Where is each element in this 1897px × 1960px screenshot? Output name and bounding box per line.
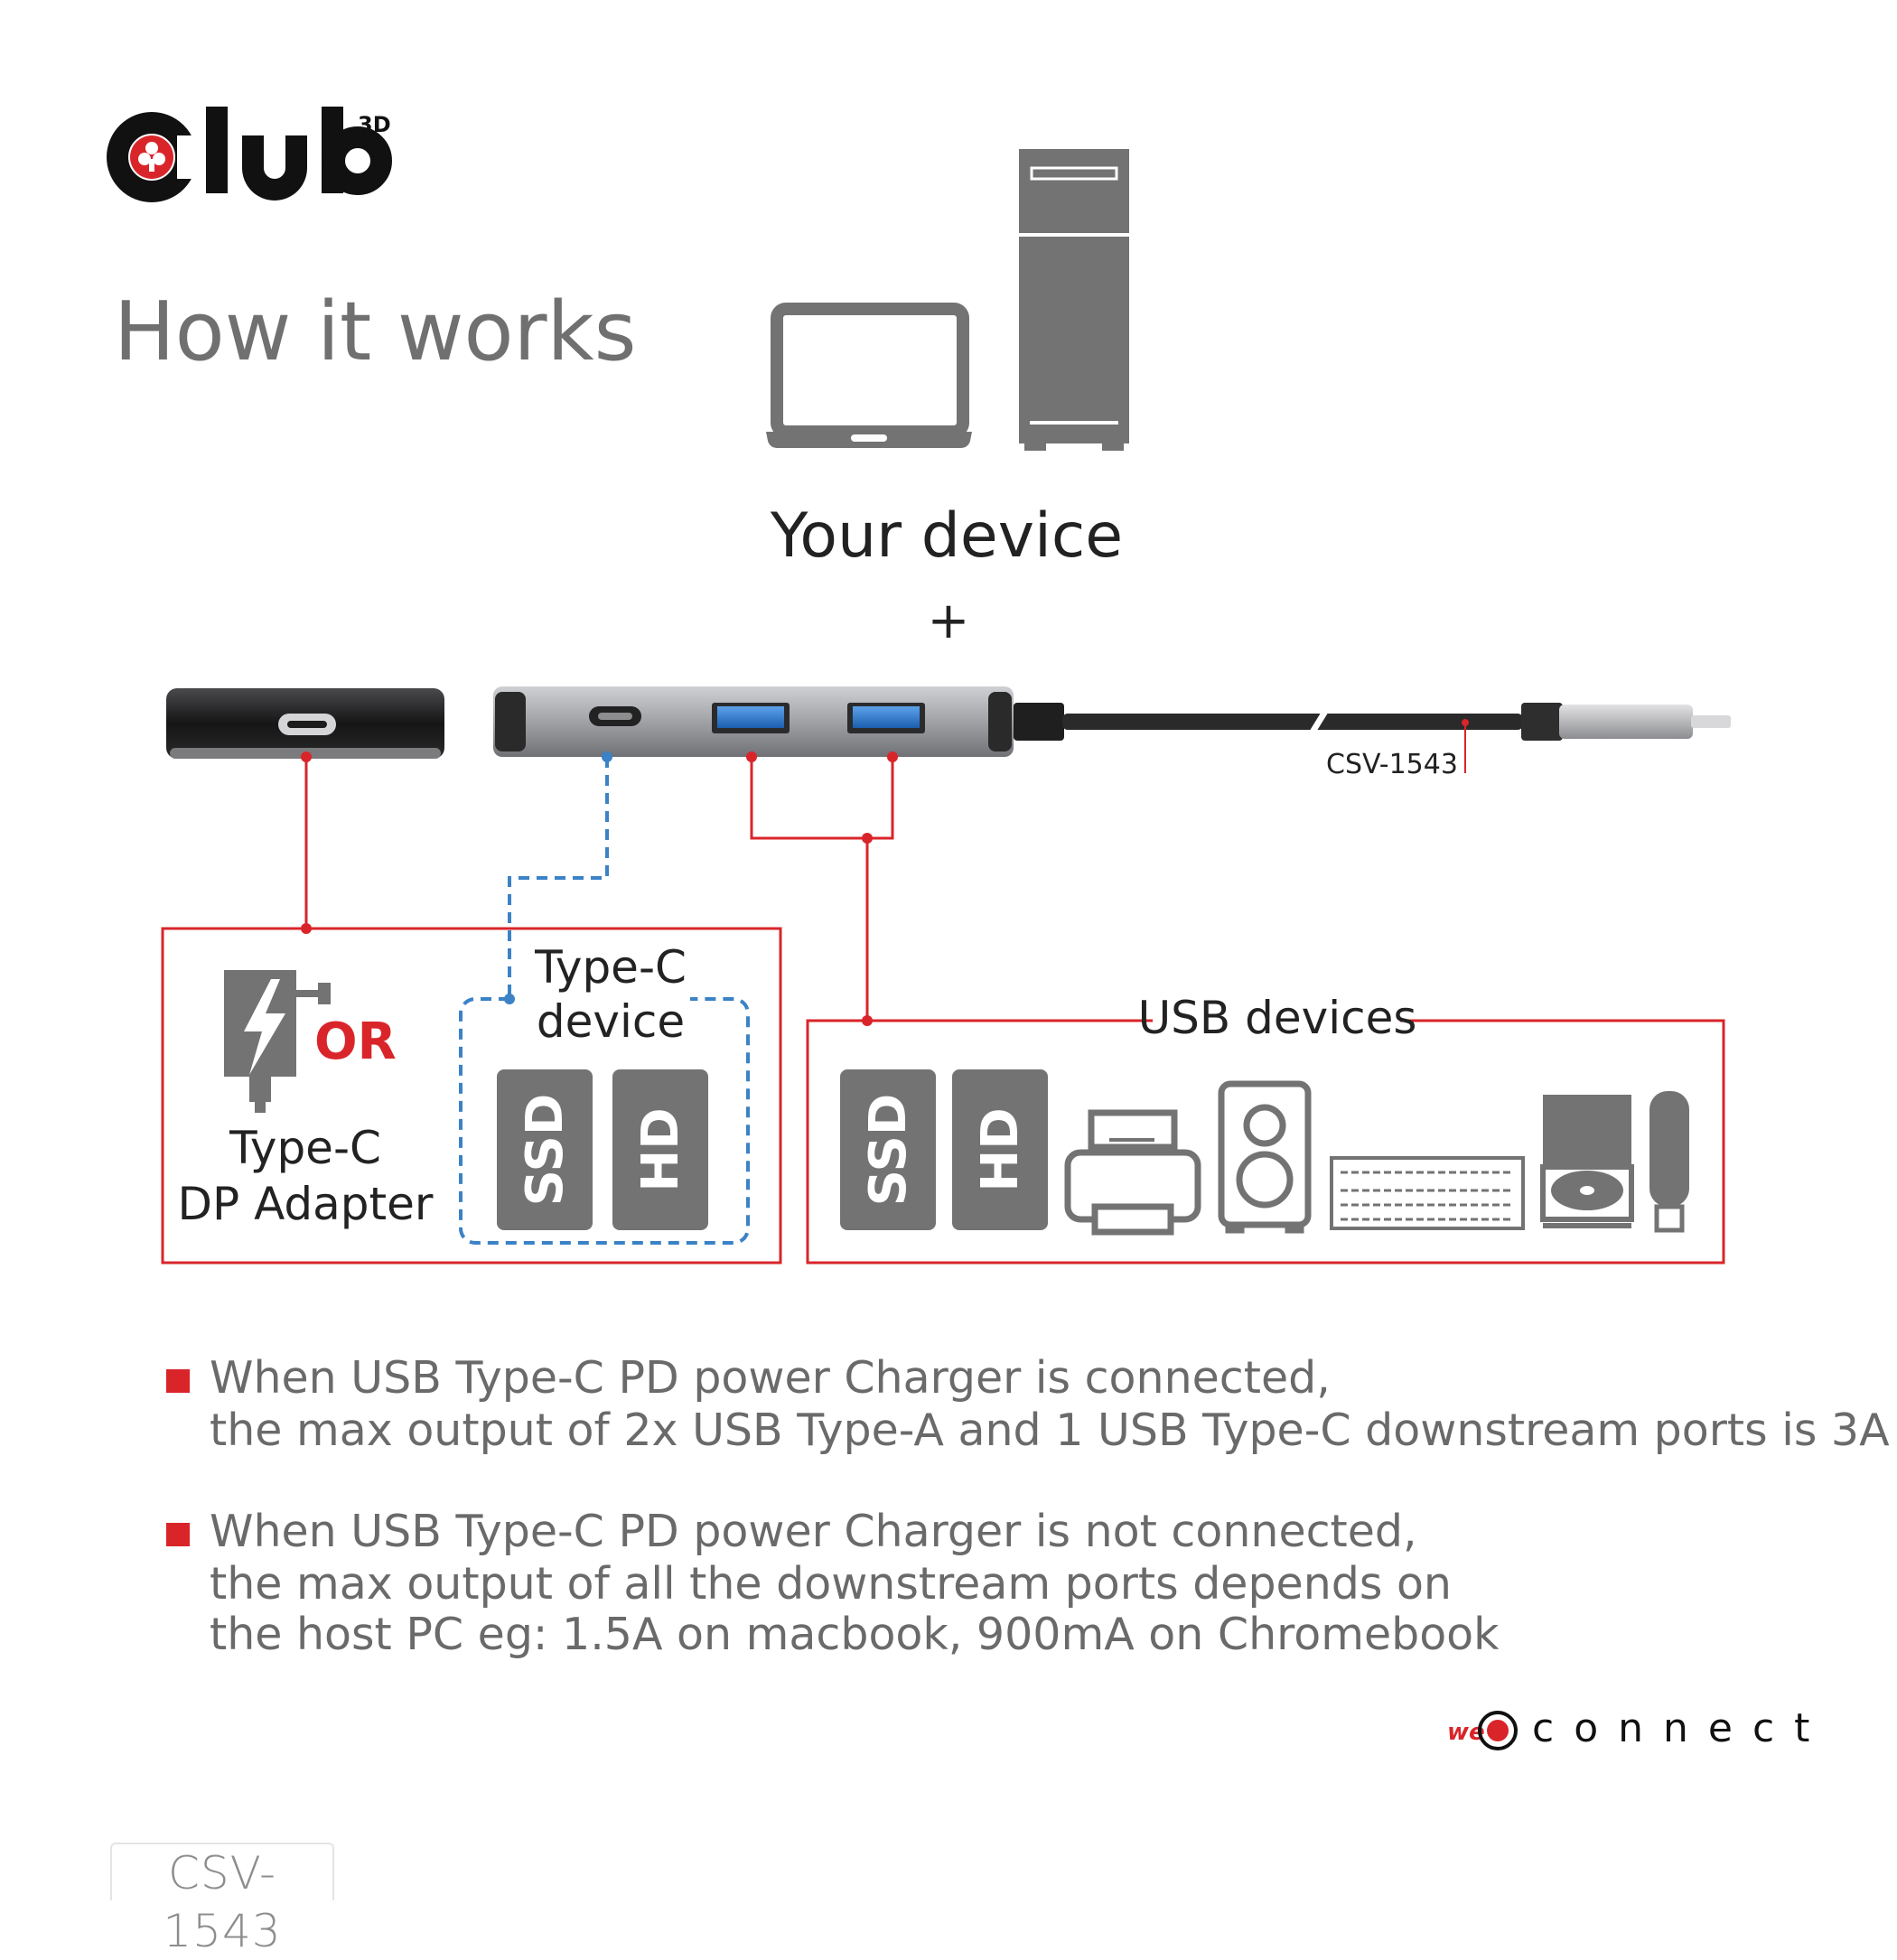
usb-devices-title: USB devices [1138,992,1417,1044]
logo-red-dot [130,135,173,179]
host-device-label: Your device [770,500,1123,572]
hd-label: HD [971,1107,1030,1191]
notes: When USB Type-C PD power Charger is conn… [166,1352,1890,1660]
usb-hub-device [493,686,1064,757]
hd-drive-icon: HD [952,1069,1048,1230]
ssd-drive-icon: SSD [840,1069,936,1230]
club-suit-icon [138,142,165,172]
bullet-square [166,1369,190,1393]
logo-superscript: 3D [358,112,391,137]
page-title: How it works [114,285,637,379]
adapter-label-line1: Type-C [229,1122,381,1174]
note2-line1: When USB Type-C PD power Charger is not … [210,1506,1417,1557]
model-tag: CSV-1543 [110,1843,334,1957]
desktop-tower-icon [1019,149,1129,451]
weconnect-logo: we connect [1447,1705,1829,1751]
note1-line1: When USB Type-C PD power Charger is conn… [210,1352,1331,1404]
note1-line2: the max output of 2x USB Type-A and 1 US… [210,1405,1890,1456]
bullet-square [166,1523,190,1546]
model-callout: CSV-1543 [1326,719,1469,780]
hub-model-label: CSV-1543 [1326,749,1458,780]
typec-device-label-line2: device [537,995,685,1048]
usb-c-plug-icon [1559,705,1693,739]
or-label: OR [314,1013,397,1071]
optical-drive-icon [1540,1095,1634,1228]
ssd-drive-icon: SSD [497,1069,593,1230]
hub-cable [1062,703,1731,741]
plus-sign: + [928,592,970,650]
left-box: OR Type-C DP Adapter Type-C device SSD H… [161,927,782,1265]
connector-lines [301,751,898,1026]
usb-stick-icon [1649,1091,1689,1233]
how-it-works-diagram: club 3D How it works Your device + [107,107,1890,1751]
typec-device-label-line1: Type-C [534,941,687,994]
note2-line2: the max output of all the downstream por… [210,1558,1452,1610]
note2-line3: the host PC eg: 1.5A on macbook, 900mA o… [210,1609,1500,1660]
dp-adapter-device [166,688,444,759]
speaker-icon [1218,1080,1312,1234]
keyboard-icon [1330,1156,1525,1230]
club3d-logo: club 3D [107,107,392,202]
ssd-label: SSD [516,1094,575,1207]
laptop-icon [766,303,972,449]
weconnect-text: connect [1532,1705,1829,1751]
adapter-label-line2: DP Adapter [178,1178,434,1230]
ssd-label: SSD [859,1094,918,1207]
hd-label: HD [631,1107,690,1191]
printer-icon [1064,1109,1201,1236]
right-box: USB devices SSD HD [806,992,1725,1265]
hd-drive-icon: HD [612,1069,708,1230]
charger-icon [224,970,331,1113]
